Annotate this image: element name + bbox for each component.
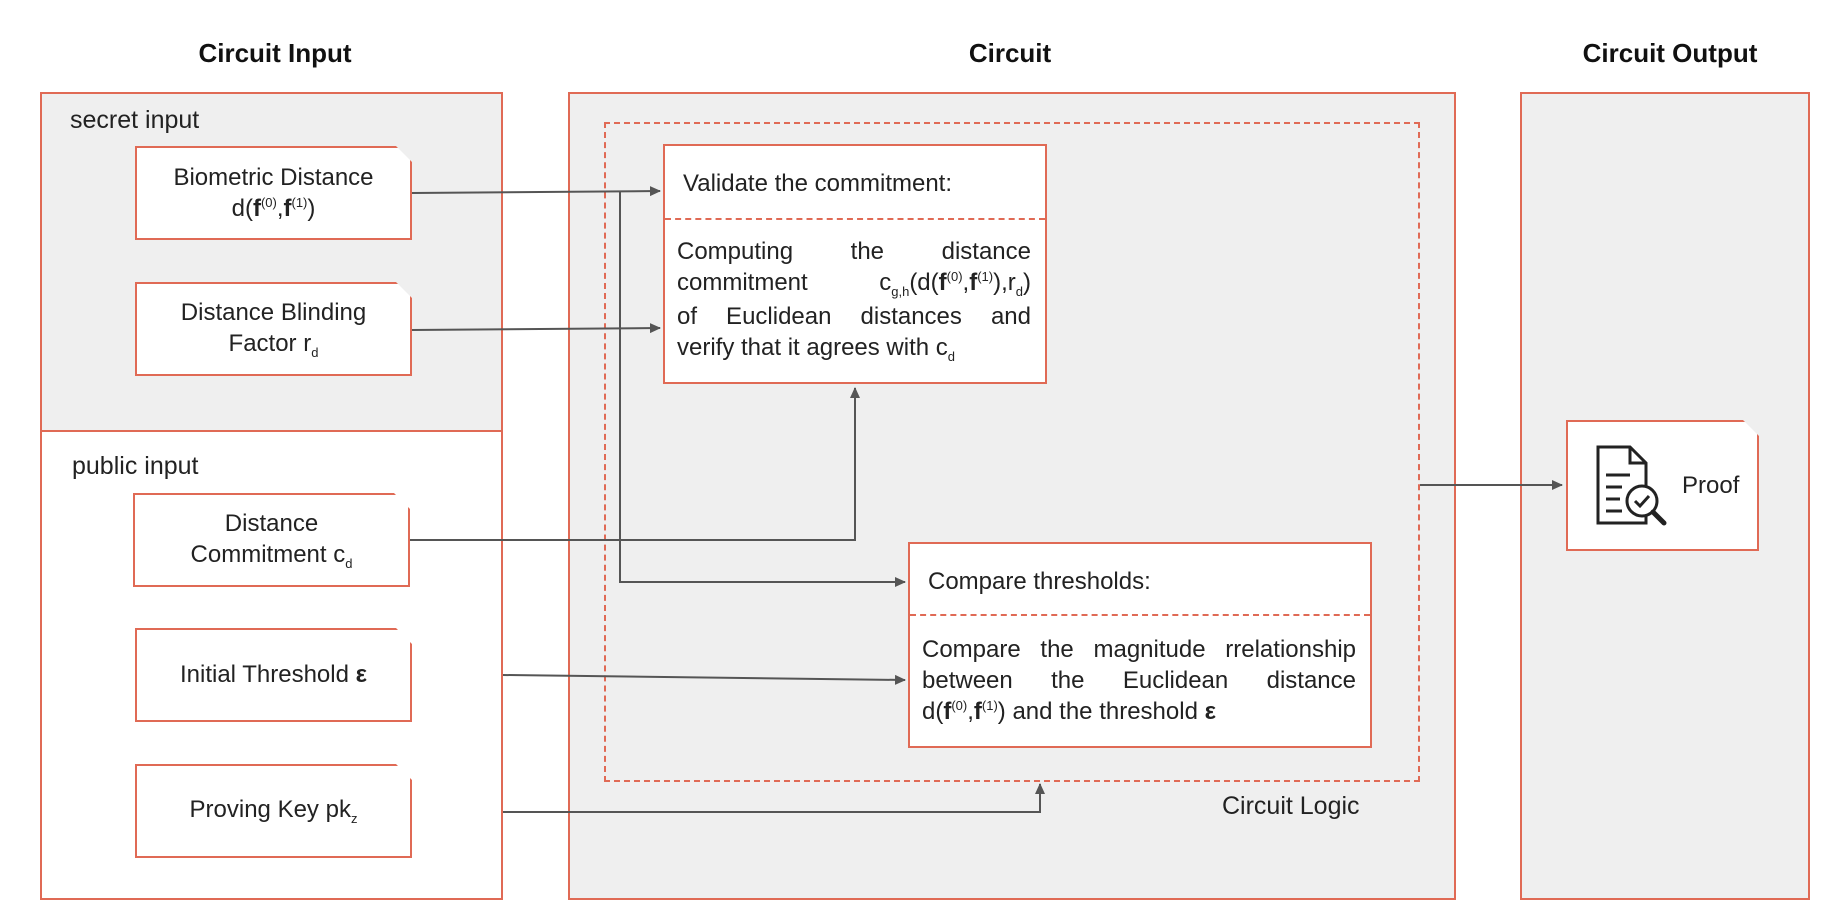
arrow-blinding-to-validate <box>411 323 661 334</box>
heading-circuit-output: Circuit Output <box>1582 38 1758 68</box>
distance-blinding-box: Distance Blinding Factor rd <box>135 282 412 376</box>
compare-divider <box>910 614 1370 616</box>
circuit-logic-frame <box>604 122 1420 782</box>
secret-input-label: secret input <box>70 106 200 134</box>
distance-commitment-box: Distance Commitment cd <box>133 493 410 587</box>
distance-commitment-label: Distance <box>224 509 319 537</box>
arrow-threshold-to-compare <box>502 674 906 685</box>
distance-blinding-factor: Factor rd <box>228 329 319 360</box>
heading-circuit-input: Circuit Input <box>198 38 352 68</box>
initial-threshold-box: Initial Threshold ε <box>135 628 412 722</box>
proving-key-label: Proving Key pkz <box>189 796 358 826</box>
circuit-logic-label: Circuit Logic <box>1222 792 1360 820</box>
distance-commitment-symbol: Commitment cd <box>190 540 353 571</box>
compare-thresholds-title: Compare thresholds: <box>928 568 1151 595</box>
proof-box: Proof <box>1566 420 1759 551</box>
arrow-proving-key-to-logic <box>503 783 1045 813</box>
arrow-biometric-to-compare <box>619 191 906 587</box>
validate-divider <box>665 218 1045 220</box>
biometric-distance-label: Biometric Distance <box>173 163 374 191</box>
arrow-biometric-to-validate <box>411 186 661 197</box>
proof-label: Proof <box>1682 471 1740 499</box>
compare-thresholds-box: Compare thresholds: Compare the magnitud… <box>908 542 1372 748</box>
validate-commitment-box: Validate the commitment: Computing the d… <box>663 144 1047 384</box>
public-input-label: public input <box>72 452 199 480</box>
biometric-distance-box: Biometric Distance d(f(0),f(1)) <box>135 146 412 240</box>
proving-key-box: Proving Key pkz <box>135 764 412 858</box>
biometric-distance-formula: d(f(0),f(1)) <box>231 195 316 222</box>
heading-circuit: Circuit <box>968 38 1052 68</box>
initial-threshold-label: Initial Threshold ε <box>179 661 368 689</box>
validate-commitment-title: Validate the commitment: <box>683 170 953 197</box>
arrow-commitment-to-validate <box>410 387 860 541</box>
document-search-icon <box>1596 445 1667 525</box>
distance-blinding-label: Distance Blinding <box>180 298 367 326</box>
validate-commitment-body: Computing the distance commitment cg,h(d… <box>677 238 1031 364</box>
compare-thresholds-body: Compare the magnitude rrelationship betw… <box>922 636 1356 726</box>
